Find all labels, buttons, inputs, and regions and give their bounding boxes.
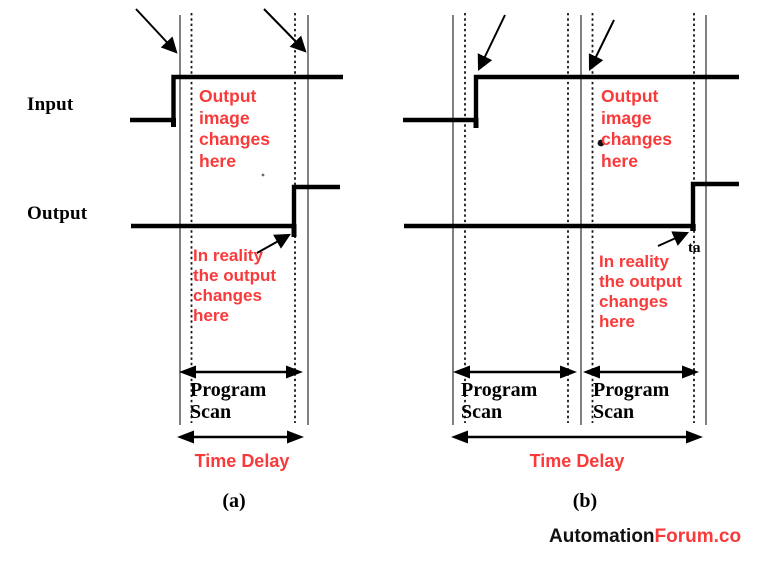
input-signal-label: Input [27, 94, 74, 115]
diagram-b-output-image-annotation: Output image changes here [601, 86, 672, 171]
scan-end-arrow-icon [263, 8, 307, 53]
diagram-b-ta-label: ta [688, 240, 701, 256]
diagram-a-output-signal [131, 184, 340, 237]
input-edge-arrow-icon [477, 14, 506, 72]
diagram-b-in-reality-annotation: In reality the output changes here [599, 252, 683, 331]
diagram-a-pointer-arrows [135, 8, 307, 254]
diagram-a-time-delay-arrow [177, 430, 304, 444]
diagram-b-scan-lines [452, 13, 707, 425]
output-change-arrow-icon [256, 233, 291, 254]
scan-start-arrow-icon [588, 19, 615, 72]
diagram-a-time-delay-label: Time Delay [194, 451, 290, 471]
input-edge-arrow-icon [135, 8, 178, 54]
watermark-red-part: Forum.co [654, 526, 742, 547]
diagram-b-input-signal [403, 74, 739, 128]
diagram-b-program-scan-label-2: Program Scan [593, 379, 670, 423]
output-change-arrow-icon [657, 231, 690, 247]
diagram-a-in-reality-annotation: In reality the output changes here [193, 246, 277, 325]
watermark-black-part: Automation [549, 526, 655, 547]
diagram-a-input-signal [130, 74, 343, 127]
diagram-a-scan-lines [179, 13, 309, 425]
diagram-b-time-delay-arrow [451, 430, 703, 444]
diagram-a-program-scan-label: Program Scan [190, 379, 267, 423]
diagram-b-caption: (b) [572, 490, 598, 512]
diagram-b-program-scan-label-1: Program Scan [461, 379, 538, 423]
watermark: AutomationForum.co [549, 526, 741, 548]
diagram-a-output-image-annotation: Output image changes here [199, 86, 270, 171]
diagram-b-program-scan-arrow-1 [453, 365, 577, 379]
speck-artifact [261, 173, 265, 177]
diagram-b-pointer-arrows [477, 14, 690, 247]
diagram-a-caption: (a) [222, 490, 246, 512]
diagram-a-program-scan-arrow [179, 365, 303, 379]
diagram-b-time-delay-label: Time Delay [529, 451, 625, 471]
diagram-b-output-signal [404, 181, 739, 231]
diagram-b-program-scan-arrow-2 [583, 365, 699, 379]
speck-artifact [597, 139, 605, 147]
output-signal-label: Output [27, 203, 88, 224]
